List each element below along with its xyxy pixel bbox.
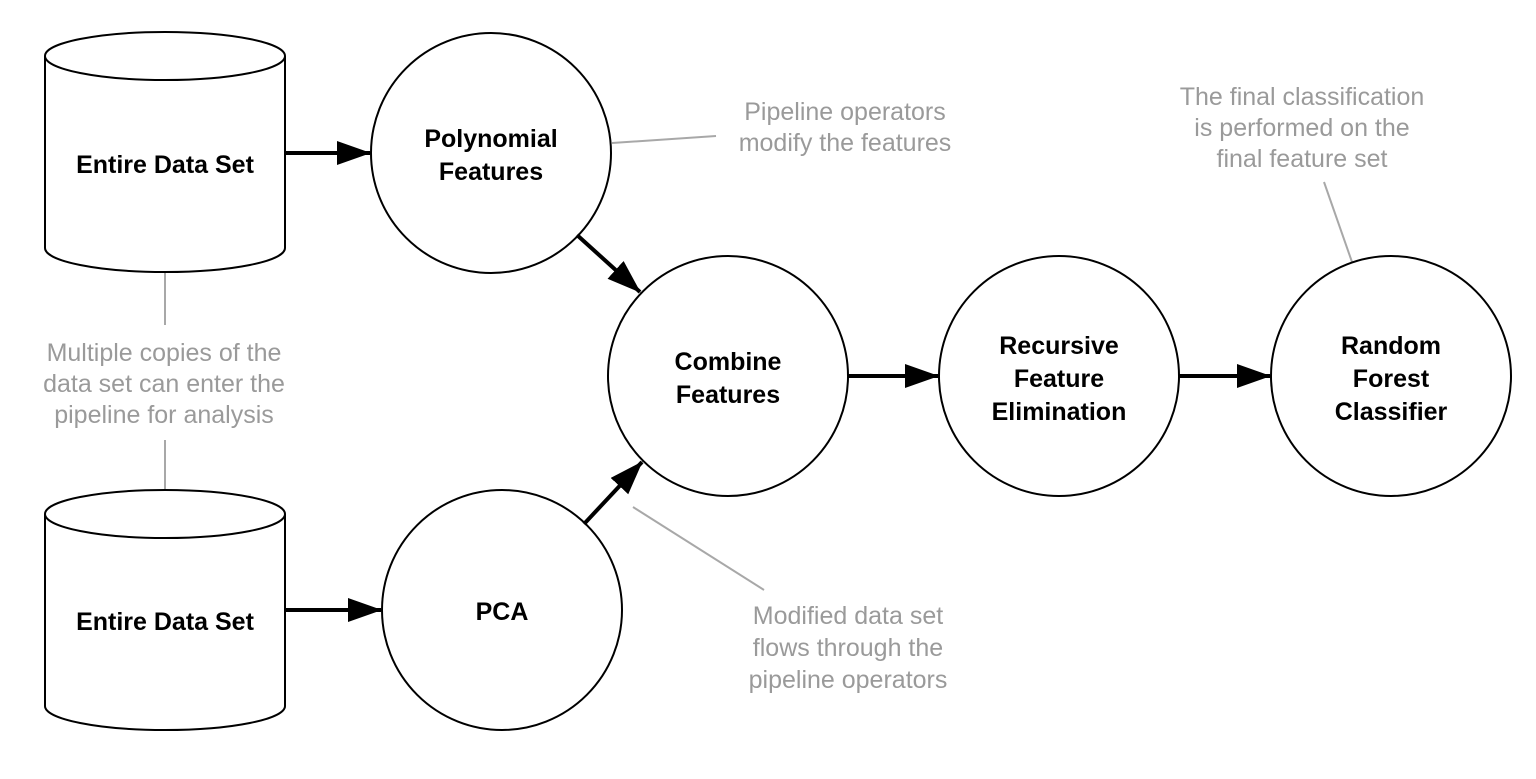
rf-label-line-3: Classifier — [1335, 398, 1448, 426]
operators-line-2: modify the features — [739, 129, 952, 157]
combine-label-line-2: Features — [676, 381, 780, 409]
flow-line — [632, 506, 765, 591]
poly-label-line-1: Polynomial — [424, 125, 557, 153]
annotation-final: The final classification is performed on… — [1180, 83, 1425, 173]
copies-line-3: pipeline for analysis — [54, 401, 274, 429]
flow-line-2: flows through the — [753, 634, 943, 662]
annotation-operators: Pipeline operators modify the features — [739, 98, 952, 157]
copies-line-2: data set can enter the — [43, 370, 285, 398]
final-line-3: final feature set — [1217, 145, 1388, 173]
node-pca — [381, 489, 623, 731]
arrow-pca-to-combine — [582, 460, 644, 526]
dataset-cylinder-bottom: Entire Data Set — [44, 489, 286, 731]
node-random-forest-classifier — [1270, 255, 1512, 497]
operators-line — [611, 135, 717, 144]
flow-line-3: pipeline operators — [749, 666, 948, 694]
dataset-cylinder-top: Entire Data Set — [44, 31, 286, 273]
arrow-poly-to-combine — [575, 233, 642, 294]
annotation-flow: Modified data set flows through the pipe… — [749, 602, 948, 694]
pca-label: PCA — [476, 598, 529, 626]
flow-line-1: Modified data set — [753, 602, 943, 630]
rf-label-line-2: Forest — [1353, 365, 1430, 393]
copies-line-1: Multiple copies of the — [47, 339, 282, 367]
rfe-label-line-3: Elimination — [992, 398, 1127, 426]
flow-arrows — [285, 141, 1271, 622]
node-polynomial-features — [370, 32, 612, 274]
final-line-1: The final classification — [1180, 83, 1425, 111]
operators-line-1: Pipeline operators — [744, 98, 946, 126]
annotation-lines — [164, 135, 1353, 591]
final-line — [1323, 181, 1353, 263]
poly-label-line-2: Features — [439, 158, 543, 186]
rfe-label-line-2: Feature — [1014, 365, 1104, 393]
annotation-copies: Multiple copies of the data set can ente… — [43, 339, 285, 429]
rf-label-line-1: Random — [1341, 332, 1441, 360]
dataset-bottom-label: Entire Data Set — [76, 608, 255, 636]
final-line-2: is performed on the — [1194, 114, 1409, 142]
combine-label-line-1: Combine — [675, 348, 782, 376]
node-combine-features — [607, 255, 849, 497]
dataset-top-label: Entire Data Set — [76, 151, 255, 179]
rfe-label-line-1: Recursive — [999, 332, 1119, 360]
